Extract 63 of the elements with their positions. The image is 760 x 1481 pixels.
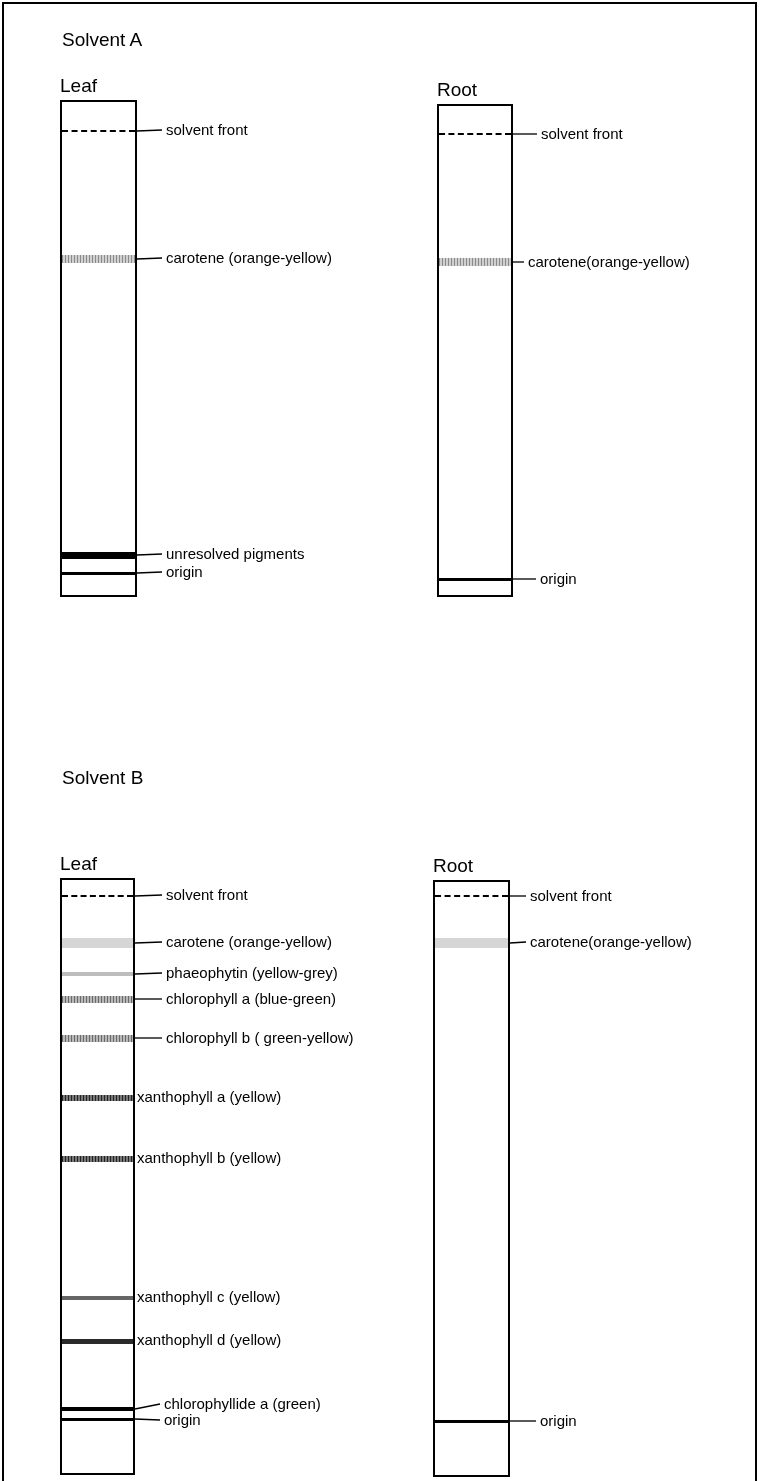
pigment-band [62,1338,133,1344]
pigment-band [62,1407,133,1411]
pigment-band [62,972,133,976]
pigment-band [62,1034,133,1042]
leader-line [509,895,527,897]
band-label: unresolved pigments [166,544,305,564]
band-label: xanthophyll a (yellow) [137,1087,282,1107]
pigment-band [62,938,133,948]
pigment-band [62,1296,133,1300]
pigment-band [62,1156,133,1162]
band-label: origin [540,569,577,589]
leader-line [136,553,163,556]
leader-line [134,1037,163,1039]
dashed-line [62,895,133,897]
strip-heading: Leaf [60,74,97,98]
band-label: solvent front [166,120,248,140]
leader-line [134,998,163,1000]
thin-line [439,577,511,581]
band-label: xanthophyll c (yellow) [137,1287,281,1307]
band-label: carotene(orange-yellow) [530,932,692,952]
strip-heading: Root [433,854,474,878]
leader-line [134,1403,161,1410]
leader-line [136,129,163,132]
leader-line [512,133,538,135]
leader-line [134,941,163,944]
band-label: carotene (orange-yellow) [166,932,332,952]
band-label: xanthophyll b (yellow) [137,1148,282,1168]
strip-heading: Leaf [60,852,97,876]
pigment-band [62,255,135,263]
leader-line [136,257,163,260]
dashed-line [435,895,508,897]
dashed-line [439,133,511,135]
band-label: carotene (orange-yellow) [166,248,332,268]
pigment-band [435,938,508,948]
band-label: origin [540,1411,577,1431]
strip-heading: Root [437,78,478,102]
band-label: solvent front [166,885,248,905]
band-label: xanthophyll d (yellow) [137,1330,282,1350]
band-label: origin [166,562,203,582]
section-heading: Solvent B [62,766,144,790]
leader-line [134,894,163,897]
pigment-band [62,551,135,559]
band-label: carotene(orange-yellow) [528,252,690,272]
leader-line [512,261,525,263]
thin-line [62,1417,133,1421]
band-label: chlorophyll a (blue-green) [166,989,337,1009]
leader-line [134,972,163,975]
pigment-band [62,995,133,1003]
band-label: phaeophytin (yellow-grey) [166,963,338,983]
band-label: chlorophyll b ( green-yellow) [166,1028,354,1048]
pigment-band [439,258,511,266]
band-label: solvent front [530,886,612,906]
leader-line [134,1418,161,1421]
leader-line [512,578,537,580]
thin-line [435,1419,508,1423]
dashed-line [62,130,135,132]
leader-line [509,941,527,944]
leader-line [509,1420,537,1422]
leader-line [136,571,163,574]
thin-line [62,571,135,575]
band-label: solvent front [541,124,623,144]
pigment-band [62,1095,133,1101]
section-heading: Solvent A [62,28,143,52]
